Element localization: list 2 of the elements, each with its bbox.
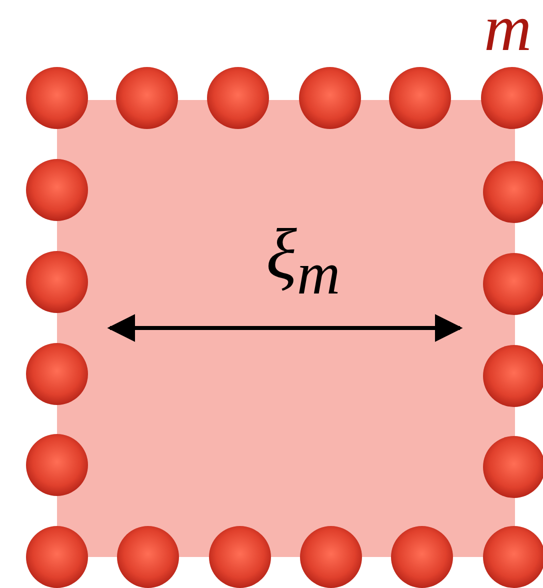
corner-label: m — [484, 0, 532, 62]
length-label: ξ$_{m}$ — [266, 218, 340, 304]
